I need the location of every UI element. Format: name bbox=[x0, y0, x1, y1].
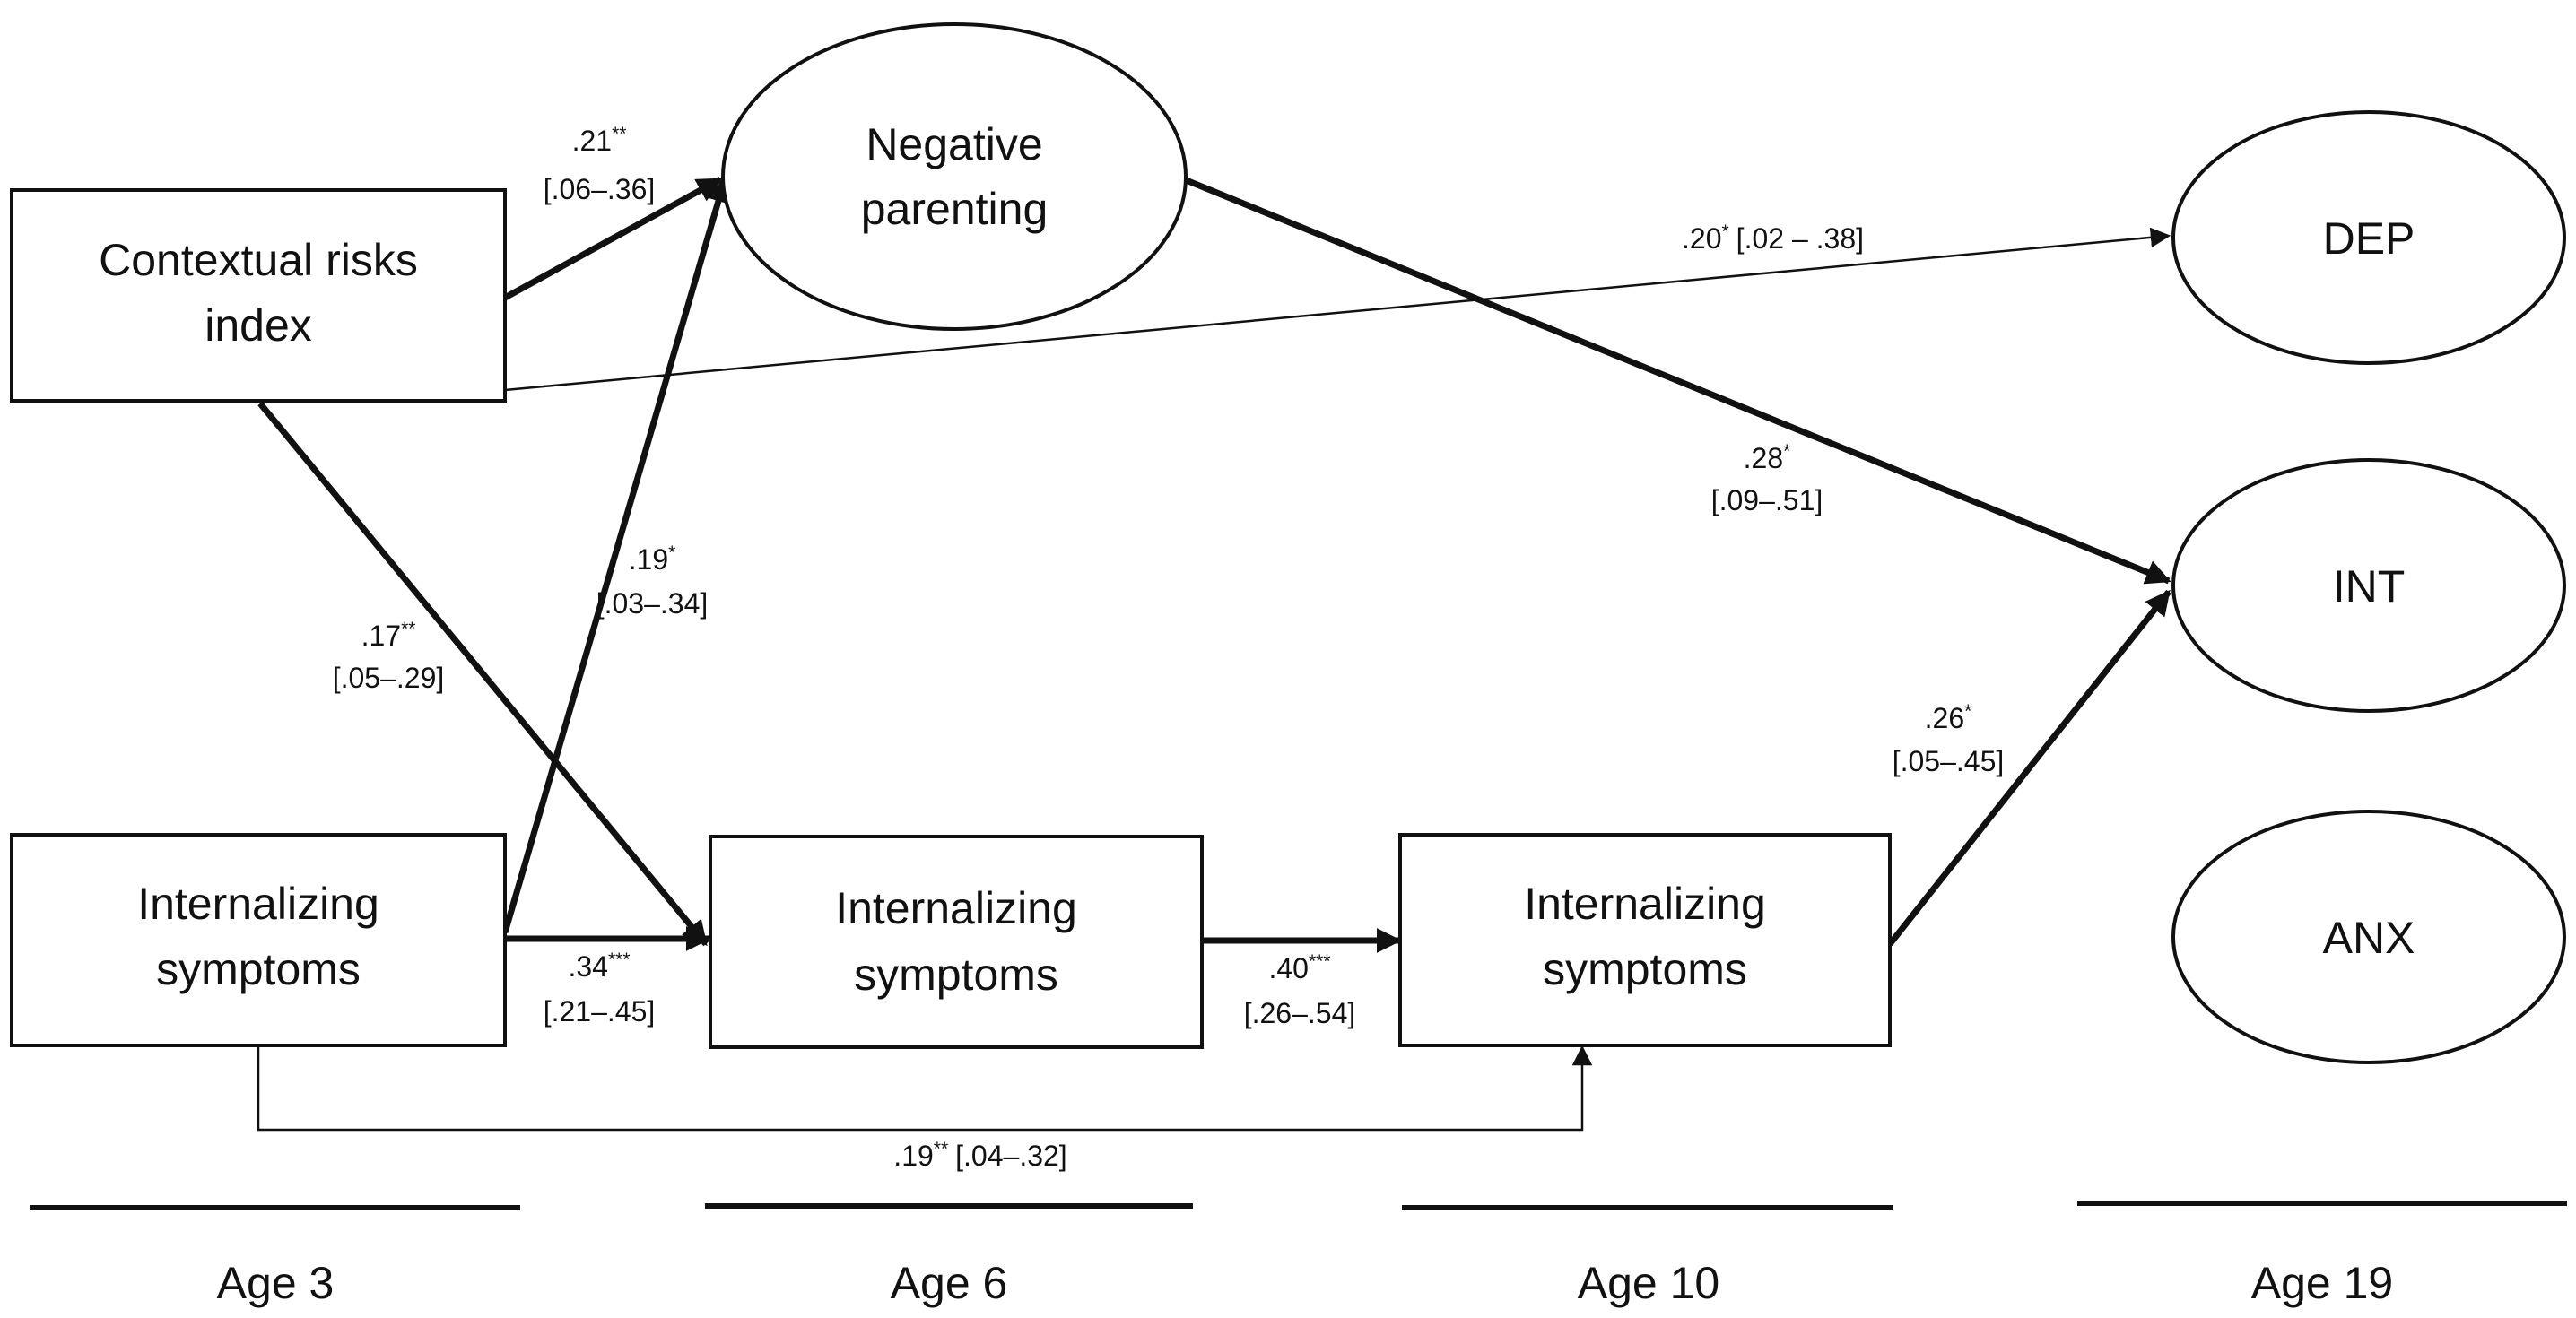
ci-int3-to-int6: [.21–.45] bbox=[544, 995, 656, 1028]
path-risks-to-int6 bbox=[257, 401, 709, 947]
path-int3-to-parenting bbox=[501, 177, 731, 933]
coef-int3-to-int10: .19**[.04–.32] bbox=[893, 1139, 1066, 1172]
int-age10-box bbox=[1398, 833, 1892, 1047]
path-risks-to-dep bbox=[504, 227, 2171, 392]
dep-label: DEP bbox=[2323, 213, 2415, 264]
int-age6-label: Internalizing bbox=[835, 883, 1077, 933]
path-risks-to-parenting bbox=[503, 176, 723, 301]
contextual-risks-label-2: index bbox=[205, 300, 312, 351]
coef-risks-to-parenting: .21** bbox=[572, 124, 627, 157]
path-int3-to-int10 bbox=[257, 1045, 1593, 1132]
int-age6-box bbox=[709, 835, 1204, 1049]
int-age10-label-2: symptoms bbox=[1543, 944, 1747, 994]
coef-risks-to-int6: .17** bbox=[361, 619, 416, 652]
coef-int3-to-int6: .34*** bbox=[568, 949, 630, 983]
int-age3-box bbox=[10, 833, 507, 1047]
negative-parenting-ellipse bbox=[721, 22, 1188, 331]
dep-ellipse bbox=[2171, 110, 2566, 365]
ci-risks-to-int6: [.05–.29] bbox=[333, 662, 445, 694]
int-age3-label-2: symptoms bbox=[156, 944, 361, 994]
path-parenting-to-int bbox=[1182, 176, 2171, 585]
negative-parenting-label: Negative bbox=[866, 119, 1042, 169]
contextual-risks-label: Contextual risks bbox=[99, 235, 418, 285]
ci-int10-to-int: [.05–.45] bbox=[1893, 745, 2005, 777]
age3-label: Age 3 bbox=[217, 1258, 335, 1308]
coef-risks-to-dep: .20*[.02 – .38] bbox=[1682, 221, 1864, 255]
int-age10-label: Internalizing bbox=[1524, 879, 1766, 929]
contextual-risks-box bbox=[10, 188, 507, 403]
ci-risks-to-parenting: [.06–.36] bbox=[544, 173, 656, 205]
age19-label: Age 19 bbox=[2251, 1258, 2393, 1308]
negative-parenting-label-2: parenting bbox=[861, 184, 1049, 234]
ci-int3-to-parenting: [.03–.34] bbox=[596, 587, 709, 620]
int-label: INT bbox=[2333, 561, 2406, 611]
int-ellipse bbox=[2171, 458, 2566, 713]
ci-parenting-to-int: [.09–.51] bbox=[1711, 484, 1823, 516]
ci-int6-to-int10: [.26–.54] bbox=[1244, 997, 1356, 1029]
age6-label: Age 6 bbox=[891, 1258, 1008, 1308]
coef-parenting-to-int: .28* bbox=[1744, 441, 1791, 474]
coef-int6-to-int10: .40*** bbox=[1268, 951, 1330, 984]
int-age3-label: Internalizing bbox=[137, 879, 379, 929]
path-int10-to-int bbox=[1887, 589, 2171, 947]
anx-label: ANX bbox=[2323, 913, 2415, 963]
age10-label: Age 10 bbox=[1578, 1258, 1719, 1308]
coef-int10-to-int: .26* bbox=[1925, 701, 1972, 734]
int-age6-label-2: symptoms bbox=[854, 949, 1058, 1000]
anx-ellipse bbox=[2171, 810, 2566, 1064]
coef-int3-to-parenting: .19* bbox=[629, 542, 676, 576]
